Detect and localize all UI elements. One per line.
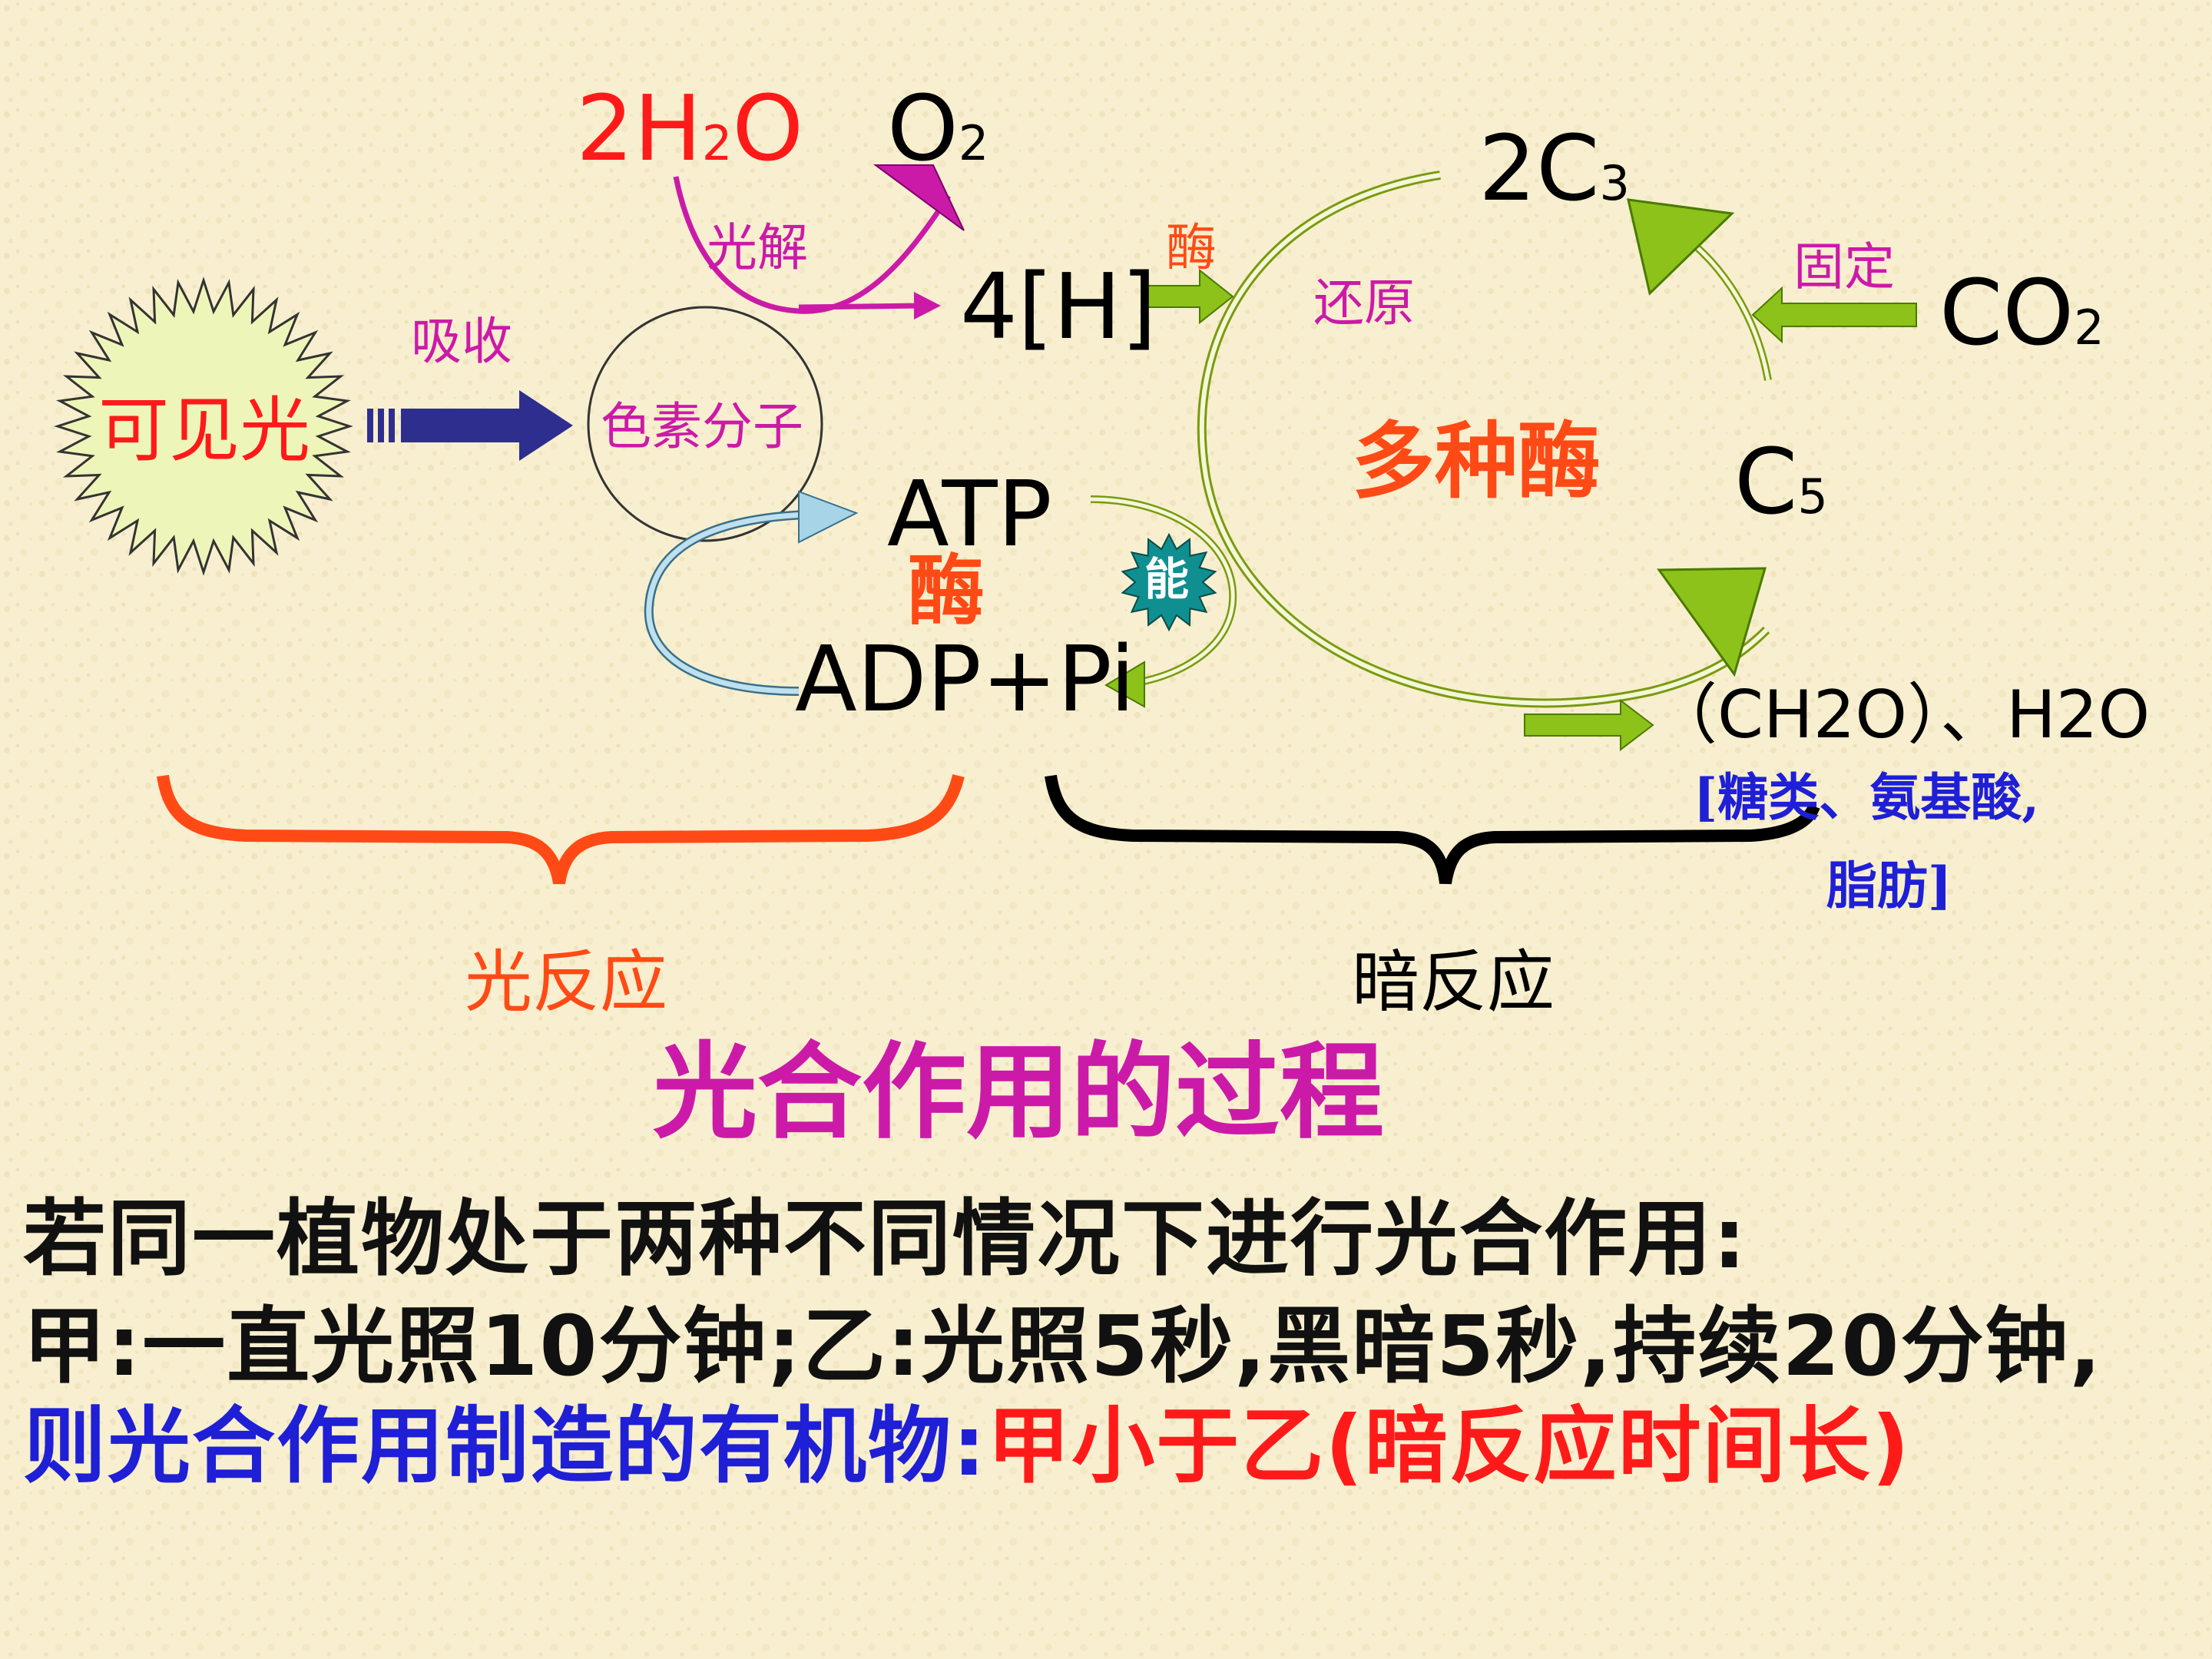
enzyme-left-label: 酶: [908, 546, 985, 636]
absorb-arrow: [367, 390, 573, 461]
c3-sub: 3: [1599, 155, 1630, 211]
enzymes-label: 多种酶: [1352, 414, 1601, 510]
light-reaction-brace: [157, 773, 965, 885]
adp-to-pigment-curve: [644, 510, 807, 696]
hydrogen-label: 4[H]: [960, 253, 1157, 359]
hydrogen-arrow-line: [798, 303, 922, 310]
question-line-3: 则光合作用制造的有机物:甲小于乙(暗反应时间长): [23, 1406, 1911, 1488]
water-formula: 2H2O: [576, 83, 803, 174]
water-tail: O: [732, 75, 804, 181]
photolysis-label: 光解: [707, 218, 808, 277]
products-detail-line2: 脂肪]: [1826, 856, 1952, 916]
page-title: 光合作用的过程: [653, 1032, 1384, 1154]
dark-reaction-label: 暗反应: [1352, 942, 1555, 1022]
c5-formula: C5: [1734, 436, 1828, 527]
c5-sub: 5: [1797, 469, 1828, 525]
c3-main: 2C: [1479, 115, 1600, 221]
fixation-label: 固定: [1793, 237, 1895, 296]
photolysis-curve: [673, 176, 951, 314]
question-line-3-prefix: 则光合作用制造的有机物:: [23, 1399, 988, 1495]
c3-formula: 2C3: [1479, 123, 1630, 214]
question-answer: 甲小于乙(暗反应时间长): [987, 1399, 1911, 1495]
products-detail-line1: [糖类、氨基酸,: [1694, 767, 2040, 827]
light-reaction-label: 光反应: [465, 942, 668, 1022]
enzyme-top-label: 酶: [1166, 218, 1217, 277]
cycle-to-c5-arrowhead: [1657, 567, 1767, 677]
oxygen-formula: O2: [887, 83, 988, 174]
oxygen-sub: 2: [958, 115, 989, 171]
c3-arrowhead: [1627, 198, 1735, 296]
energy-label: 能: [1144, 553, 1190, 605]
question-line-1: 若同一植物处于两种不同情况下进行光合作用:: [23, 1191, 1748, 1287]
products-label: （CH2O）、H2O: [1651, 677, 2151, 753]
oxygen-arrowhead: [873, 164, 965, 231]
products-arrow: [1524, 698, 1654, 752]
co2-sub: 2: [2074, 300, 2104, 356]
question-line-2: 甲:一直光照10分钟;乙:光照5秒,黑暗5秒,持续20分钟,: [23, 1299, 2103, 1395]
adp-arrowhead: [1104, 661, 1145, 708]
atp-label: ATP: [887, 461, 1052, 567]
water-sub: 2: [701, 115, 733, 171]
pigment-return-arrowhead: [798, 490, 859, 544]
visible-light-label: 可见光: [98, 389, 311, 472]
adp-label: ADP+Pi: [795, 626, 1135, 732]
energy-star: [1121, 532, 1217, 632]
absorb-label: 吸收: [411, 312, 512, 371]
co2-main: CO: [1939, 260, 2075, 366]
pigment-label: 色素分子: [601, 397, 803, 456]
water-coef: 2H: [576, 75, 702, 181]
visible-light-sunburst: [54, 276, 353, 576]
c5-main: C: [1734, 429, 1798, 535]
hydrogen-arrowhead: [914, 292, 941, 320]
co2-formula: CO2: [1939, 267, 2104, 358]
hydrogen-to-cycle-arrow: [1145, 268, 1234, 325]
co2-fixation-arrow: [1751, 286, 1917, 344]
dark-reaction-brace: [1045, 774, 1820, 885]
pigment-molecule-circle: [587, 306, 823, 542]
oxygen-main: O: [887, 75, 959, 181]
reduction-label: 还原: [1313, 273, 1415, 333]
